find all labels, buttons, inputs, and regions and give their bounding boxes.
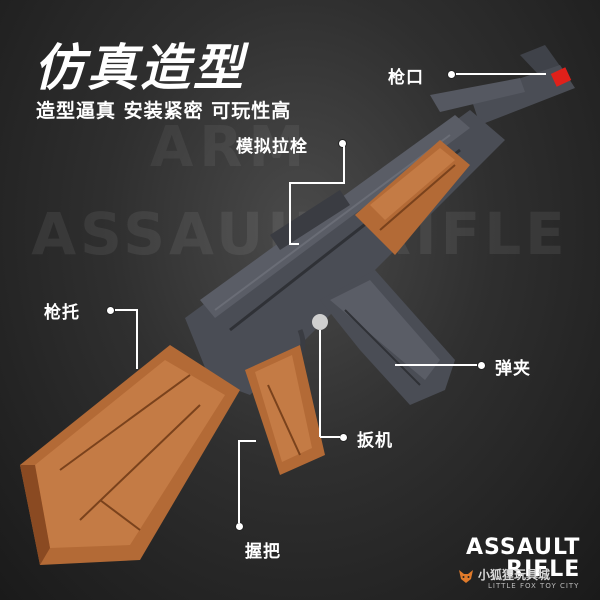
callout-line-stock-v xyxy=(136,309,138,369)
label-charging-handle: 模拟拉栓 xyxy=(236,137,308,157)
callout-line-stock xyxy=(115,309,137,311)
label-trigger: 扳机 xyxy=(357,431,393,451)
rifle-grip xyxy=(245,345,325,475)
callout-dot-stock xyxy=(106,306,115,315)
rifle-stock xyxy=(20,345,240,565)
callout-line-trigger xyxy=(320,436,340,438)
rifle-receiver xyxy=(185,110,505,395)
callout-dot-magazine xyxy=(477,361,486,370)
page-subtitle: 造型逼真 安装紧密 可玩性高 xyxy=(36,100,292,122)
callout-line-charging-handle-h2 xyxy=(289,243,299,245)
page-title: 仿真造型 xyxy=(34,39,246,97)
callout-dot-trigger xyxy=(339,433,348,442)
brand-line1: ASSAULT xyxy=(466,535,581,560)
callout-line-grip-v xyxy=(238,440,240,523)
fox-icon xyxy=(459,570,473,583)
store-name-en: LITTLE FOX TOY CITY xyxy=(488,582,580,590)
label-grip: 握把 xyxy=(245,542,281,562)
callout-line-trigger-v xyxy=(319,330,321,437)
callout-dot-charging-handle xyxy=(338,139,347,148)
callout-line-grip-h xyxy=(238,440,256,442)
callout-line-charging-handle-h1 xyxy=(290,182,345,184)
rifle-handguard xyxy=(355,140,470,255)
callout-dot-grip xyxy=(235,522,244,531)
rifle-barrel xyxy=(430,45,575,125)
label-stock: 枪托 xyxy=(44,303,80,323)
label-magazine: 弹夹 xyxy=(495,359,531,379)
callout-dot-muzzle xyxy=(447,70,456,79)
label-muzzle: 枪口 xyxy=(388,68,424,88)
brand-logo: ASSAULT RIFLE xyxy=(466,537,580,581)
rifle-magazine xyxy=(320,270,455,405)
watermark-top-text: ARM xyxy=(150,115,311,180)
brand-line2: RIFLE xyxy=(506,557,581,582)
callout-line-muzzle xyxy=(456,73,546,75)
callout-line-charging-handle-v xyxy=(289,182,291,244)
callout-line-charging-handle-v2 xyxy=(343,145,345,183)
callout-line-magazine xyxy=(395,364,477,366)
store-name: 小狐狸玩具城 xyxy=(478,568,551,582)
